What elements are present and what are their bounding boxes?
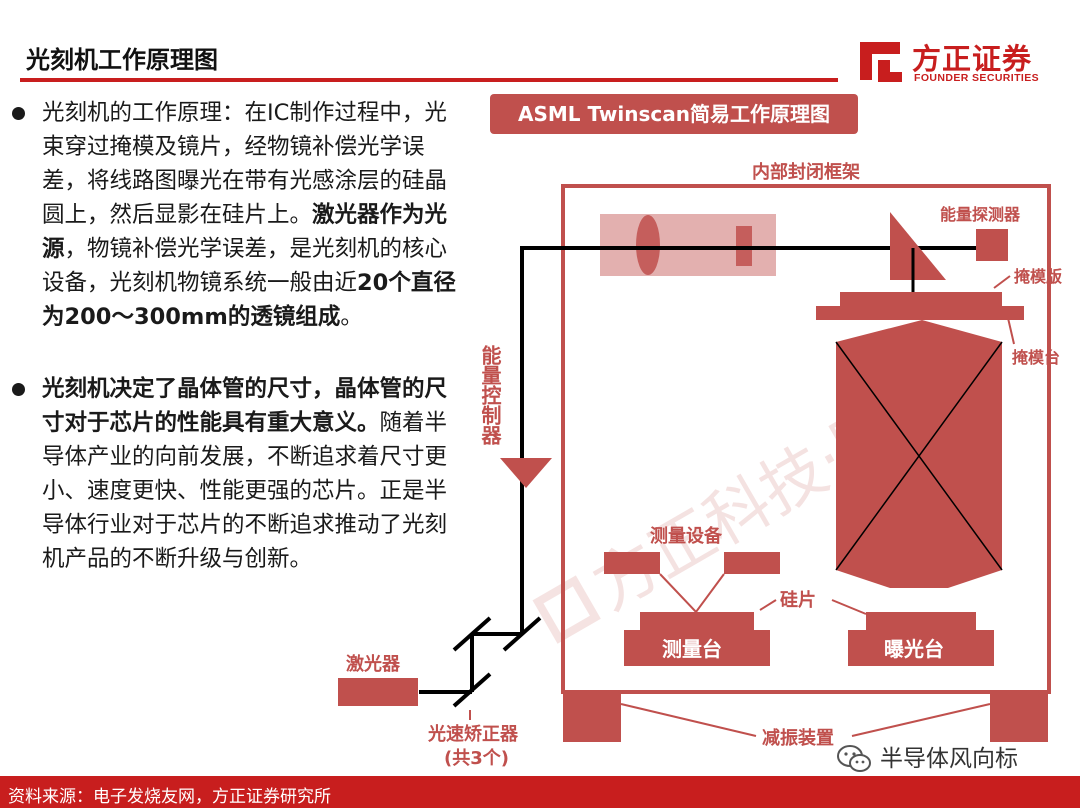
logo-name-en: FOUNDER SECURITIES — [914, 72, 1040, 84]
lens-diagonal — [835, 341, 1003, 571]
wechat-account-name: 半导体风向标 — [880, 746, 1018, 772]
reticle-stage-leader — [1007, 317, 1015, 345]
beam-corrector-mirror — [452, 616, 492, 652]
diagram-title: ASML Twinscan简易工作原理图 — [490, 94, 858, 134]
energy-controller-label: 能量控制器 — [478, 344, 502, 446]
metrology-right — [724, 552, 780, 574]
frame-label: 内部封闭框架 — [752, 161, 860, 183]
lens-top-taper — [836, 320, 1002, 342]
exposure-stage — [848, 630, 994, 666]
bullet-text: 光刻机决定了晶体管的尺寸，晶体管的尺寸对于芯片的性能具有重大意义。随着半导体产业… — [42, 376, 448, 572]
measure-stage-label: 测量台 — [662, 637, 722, 661]
beam-corrector-label: 光速矫正器 — [427, 723, 519, 745]
reticle-stage-label: 掩模台 — [1012, 348, 1060, 367]
inner-frame — [561, 184, 1051, 694]
bullet-item: 光刻机决定了晶体管的尺寸，晶体管的尺寸对于芯片的性能具有重大意义。随着半导体产业… — [8, 372, 458, 576]
reticle-leader — [993, 275, 1011, 289]
page-title: 光刻机工作原理图 — [26, 46, 218, 74]
wechat-account: 半导体风向标 — [836, 742, 1066, 776]
beam-corrector-mirror — [502, 616, 542, 652]
isolator-leader — [851, 703, 991, 737]
reticle-stage — [816, 306, 1024, 320]
lens-bottom-taper — [836, 570, 1002, 588]
bullet-dot-icon — [12, 383, 25, 396]
wafer-leader — [759, 599, 777, 611]
bullet-dot-icon — [12, 107, 25, 120]
founder-logo: 方正证券 FOUNDER SECURITIES — [856, 36, 1056, 88]
measure-stage — [624, 630, 770, 666]
wechat-icon — [837, 745, 871, 772]
wafer-measure — [640, 612, 754, 630]
exposure-stage-label: 曝光台 — [884, 637, 944, 661]
vibration-isolator-left — [563, 692, 621, 742]
logo-name-cn: 方正证券 — [912, 42, 1033, 76]
laser-label: 激光器 — [346, 653, 401, 675]
energy-controller-icon — [500, 458, 552, 488]
vibration-isolator-right — [990, 692, 1048, 742]
footer-bar — [0, 776, 1080, 808]
wafer-label: 硅片 — [780, 589, 816, 611]
metrology-label: 测量设备 — [650, 525, 723, 547]
energy-detector-label: 能量探测器 — [940, 205, 1021, 224]
title-divider — [20, 78, 838, 82]
prism-icon — [890, 212, 946, 280]
metrology-left — [604, 552, 660, 574]
reticle — [840, 292, 1002, 306]
wafer-exposure — [866, 612, 976, 630]
beam-corrector-count: (共3个) — [444, 747, 509, 769]
beam-corrector-mirror — [452, 672, 492, 708]
reticle-label: 掩模版 — [1014, 267, 1062, 286]
founder-logo-icon — [860, 42, 902, 82]
energy-detector — [976, 229, 1008, 261]
bullet-item: 光刻机的工作原理：在IC制作过程中，光束穿过掩模及镜片，经物镜补偿光学误差，将线… — [8, 96, 458, 334]
vibration-isolation-label: 减振装置 — [762, 727, 834, 749]
laser-source — [338, 678, 418, 706]
lens-element — [636, 215, 660, 275]
bullet-text: 光刻机的工作原理：在IC制作过程中，光束穿过掩模及镜片，经物镜补偿光学误差，将线… — [42, 100, 456, 330]
bullet-list: 光刻机的工作原理：在IC制作过程中，光束穿过掩模及镜片，经物镜补偿光学误差，将线… — [8, 96, 458, 576]
source-note: 资料来源：电子发烧友网，方正证券研究所 — [8, 787, 331, 807]
isolator-leader — [620, 703, 757, 737]
wafer-leader — [831, 599, 867, 615]
